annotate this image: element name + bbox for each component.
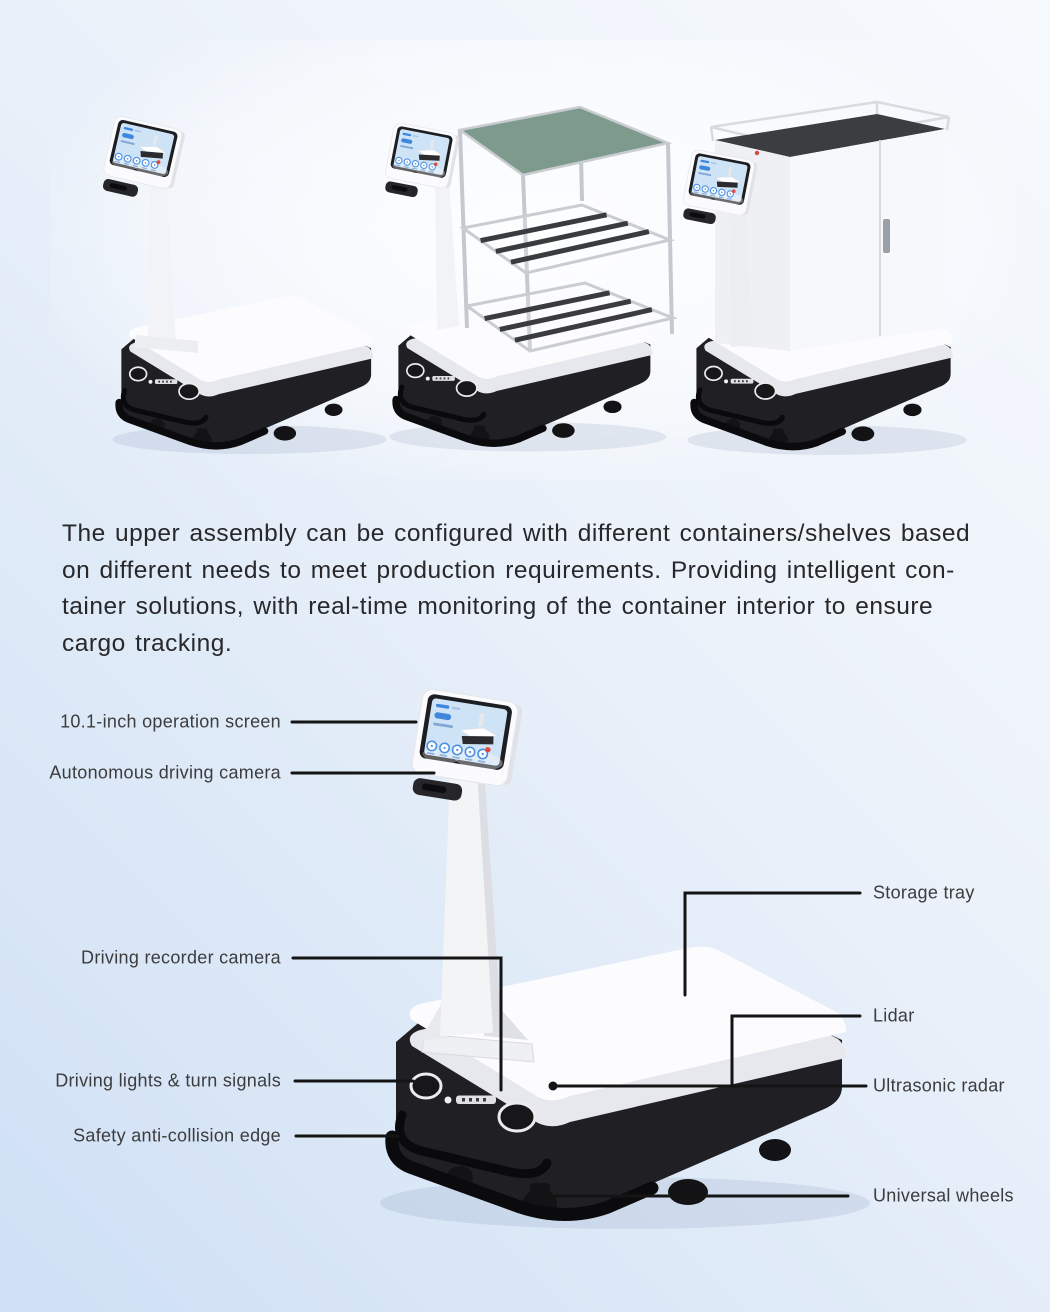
- shelf-rack: [456, 105, 679, 353]
- description-line: The upper assembly can be configured wit…: [62, 520, 971, 547]
- callout-storage-tray: Storage tray: [873, 882, 975, 903]
- status-dot: [754, 150, 760, 156]
- robot-diagram-illustration: [290, 687, 1050, 1312]
- pole-base-plate: [134, 335, 198, 353]
- description-line: on different needs to meet production re…: [62, 556, 955, 584]
- screen-pole: [729, 201, 753, 347]
- cabinet-top: [715, 114, 945, 157]
- callout-universal-wheels: Universal wheels: [873, 1185, 1014, 1206]
- line-storage-tray: [683, 891, 862, 997]
- screen-pole: [148, 171, 176, 345]
- cabinet-door-face: [790, 129, 945, 351]
- callout-operation-screen: 10.1-inch operation screen: [60, 711, 281, 732]
- shelf-level-bottom: [463, 281, 679, 353]
- dot-universal-wheels: [543, 1191, 553, 1201]
- callout-recorder-camera: Driving recorder camera: [81, 947, 281, 968]
- callout-autonomous-camera: Autonomous driving camera: [49, 762, 281, 783]
- shelf-level-middle: [459, 203, 676, 275]
- description-line: tainer solutions, with real-time monitor…: [62, 593, 934, 620]
- line-lidar: [730, 1014, 862, 1089]
- line-recorder-camera: [291, 956, 503, 1092]
- feature-diagram: 10.1-inch operation screen Autonomous dr…: [0, 672, 1050, 1312]
- robot-variant-cabinet-image: [683, 100, 983, 471]
- door-handle: [883, 219, 890, 253]
- callout-ultrasonic-radar: Ultrasonic radar: [873, 1075, 1005, 1096]
- callout-safety-edge: Safety anti-collision edge: [73, 1125, 281, 1146]
- pole-base-plate: [421, 1033, 535, 1063]
- robot-variant-screen-image: [100, 114, 395, 465]
- operation-screen: [100, 114, 187, 206]
- callout-driving-lights: Driving lights & turn signals: [55, 1070, 281, 1091]
- screen-pole: [435, 180, 459, 330]
- description-paragraph: The upper assembly can be configured wit…: [62, 516, 970, 662]
- dot-ultrasonic-radar: [548, 1081, 558, 1091]
- callout-lidar: Lidar: [873, 1005, 915, 1026]
- shelf-green-top: [456, 105, 673, 177]
- storage-cabinet: [709, 100, 951, 351]
- description-line: cargo tracking.: [62, 629, 233, 657]
- callout-lines: [290, 720, 868, 1198]
- pole-shade: [477, 768, 502, 1033]
- robot-variant-shelf-image: [383, 105, 679, 464]
